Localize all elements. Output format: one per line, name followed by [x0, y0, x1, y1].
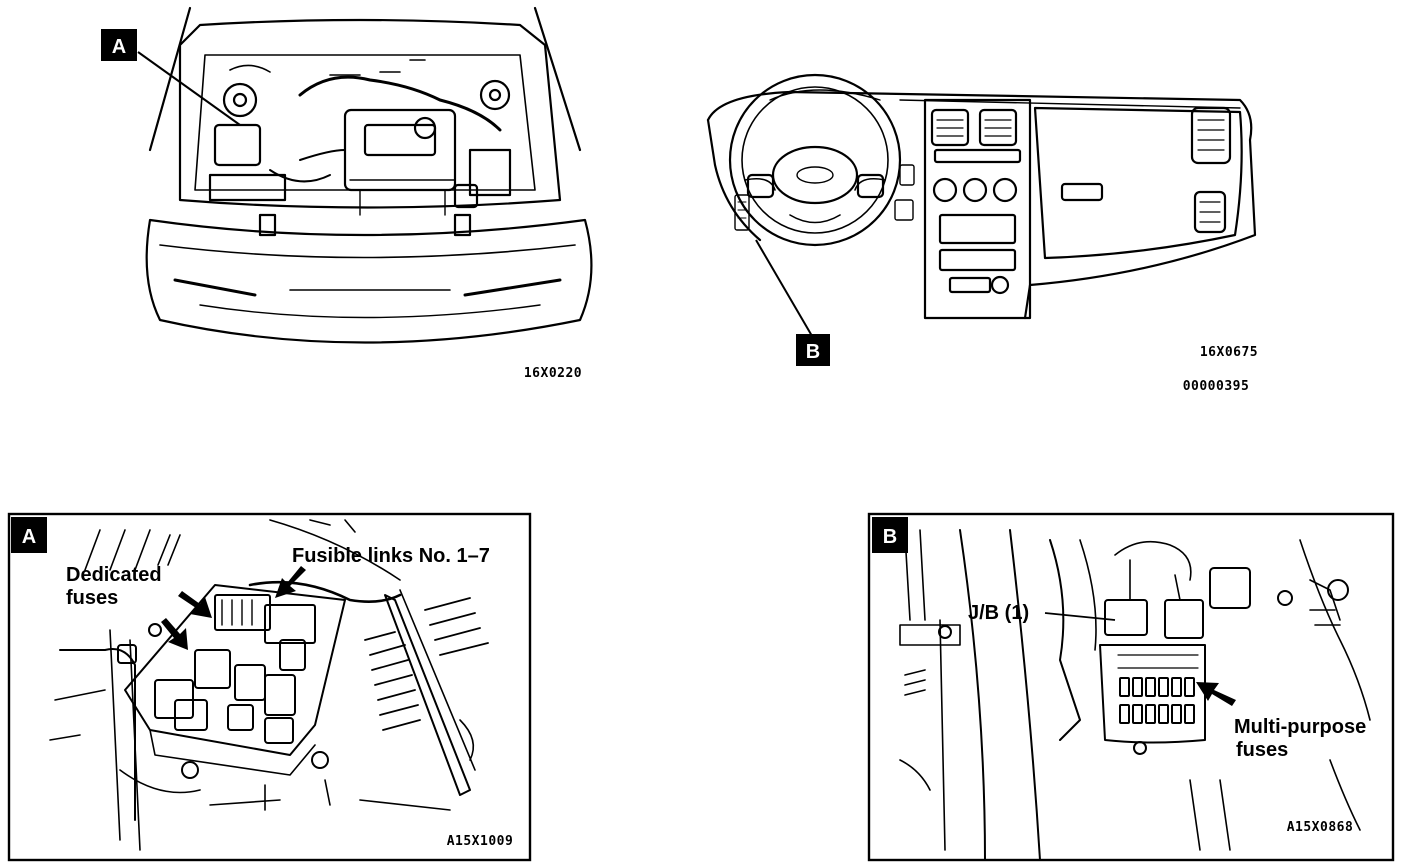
dashboard-drawing [706, 73, 1257, 320]
relay-box-drawing [49, 519, 489, 851]
label-fusible-links: Fusible links No. 1–7 [292, 545, 490, 567]
arrow-dedicated-fuses-2 [161, 618, 188, 650]
label-multi-purpose-fuses: fuses [1236, 739, 1288, 761]
document-number: 00000395 [1183, 379, 1250, 394]
figure-code-panel-a: A15X1009 [447, 834, 514, 849]
arrow-dedicated-fuses-1 [178, 591, 212, 618]
label-dedicated-fuses: fuses [66, 587, 118, 609]
figure-code-panel-b: A15X0868 [1287, 820, 1354, 835]
figure-code-dashboard: 16X0675 [1200, 345, 1258, 360]
engine-compartment-drawing [145, 6, 593, 344]
arrow-fusible-links [275, 566, 306, 598]
panel-b-letter: B [883, 526, 897, 548]
label-multi-purpose: Multi-purpose [1234, 716, 1366, 738]
panel-a-badge [11, 517, 47, 553]
panel-a-letter: A [22, 526, 36, 548]
panel-b-frame [867, 512, 1395, 862]
arrow-multi-purpose-fuses [1196, 682, 1236, 706]
junction-block-drawing [899, 529, 1371, 861]
callout-a-letter: A [112, 36, 126, 58]
label-dedicated: Dedicated [66, 564, 162, 586]
callout-b-letter: B [806, 341, 820, 363]
label-jb: J/B (1) [968, 602, 1029, 624]
callout-a-leader [137, 51, 241, 126]
callout-a-badge [101, 29, 137, 61]
callout-b-leader [755, 239, 813, 337]
panel-a-frame [7, 512, 532, 862]
panel-b-badge [872, 517, 908, 553]
callout-b-badge [796, 334, 830, 366]
label-jb-leader [1044, 612, 1116, 621]
figure-code-engine: 16X0220 [524, 366, 582, 381]
